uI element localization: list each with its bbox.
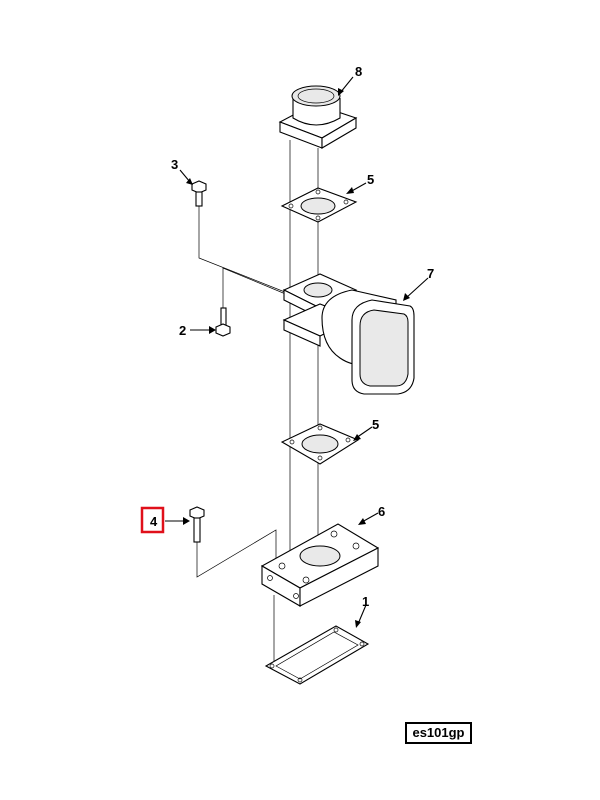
part-7-actuator [282, 273, 415, 395]
callout-2: 2 [179, 323, 186, 338]
callout-1: 1 [362, 594, 369, 609]
part-8-pipe-flange [278, 85, 358, 149]
callout-7: 7 [427, 266, 434, 281]
callout-6: 6 [378, 504, 385, 519]
part-5-upper-gasket [280, 187, 358, 223]
callout-3: 3 [171, 157, 178, 172]
callout-5-lower: 5 [372, 417, 379, 432]
part-5-lower-gasket [280, 423, 360, 465]
callout-4[interactable]: 4 [150, 514, 158, 529]
part-3-bolt [191, 180, 301, 299]
part-2-bolt [215, 267, 301, 337]
part-6-adapter-block [260, 523, 380, 607]
part-4-bolt [189, 506, 277, 578]
callout-arrows [165, 76, 429, 628]
callout-5-upper: 5 [367, 172, 374, 187]
part-1-bottom-gasket [264, 625, 370, 685]
figure-code-label: es101gp [405, 722, 472, 744]
callout-8: 8 [355, 64, 362, 79]
callout-4-highlight [140, 506, 165, 534]
